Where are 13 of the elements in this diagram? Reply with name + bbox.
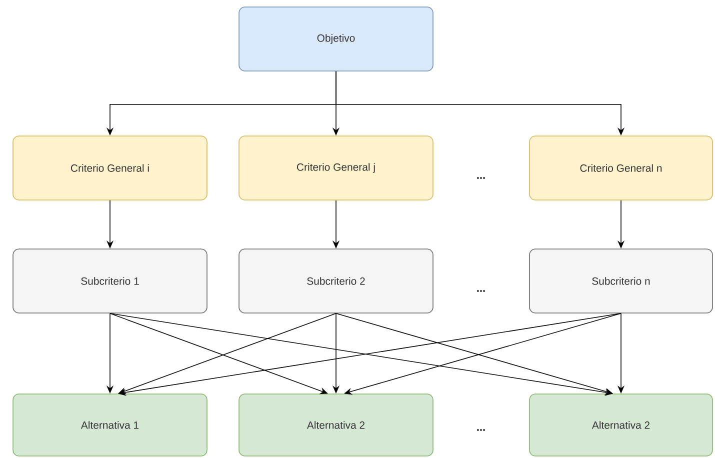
alternative-box: Alternativa 2: [238, 394, 434, 456]
ellipsis: ...: [477, 177, 485, 179]
alternative-box: Alternativa 1: [12, 394, 208, 456]
criterion-box: Criterio General n: [529, 136, 713, 200]
subcriterion-box: Subcriterio 2: [238, 248, 434, 314]
ellipsis: ...: [477, 429, 485, 431]
subcriterion-box: Subcriterio n: [529, 248, 713, 314]
ellipsis: ...: [477, 290, 485, 292]
subcriterion-box: Subcriterio 1: [12, 248, 208, 314]
alternative-box: Alternativa 2: [529, 394, 713, 456]
criterion-box: Criterio General j: [238, 136, 434, 200]
goal-box: Objetivo: [238, 6, 434, 72]
criterion-box: Criterio General i: [12, 136, 208, 200]
